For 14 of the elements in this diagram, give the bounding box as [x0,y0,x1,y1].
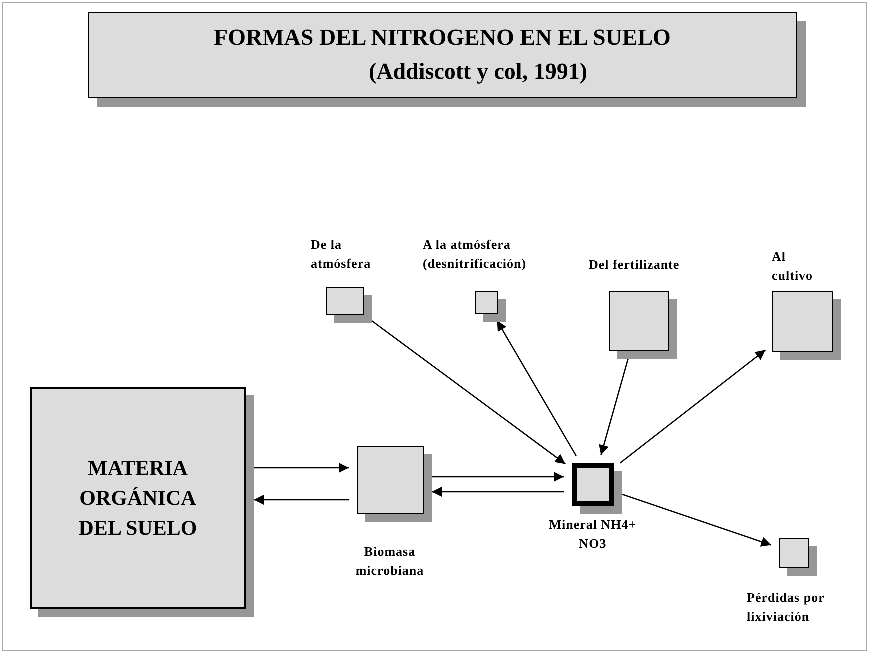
node-label: De la atmósfera [311,236,372,273]
node-label: Pérdidas por lixiviación [747,589,826,626]
title: FORMAS DEL NITROGENO EN EL SUELO [213,25,672,51]
node-label: Mineral NH4+ NO3 [548,516,638,553]
arrow [620,350,766,464]
arrow [621,494,772,547]
arrow [370,319,566,465]
node-label: Al cultivo [772,248,814,285]
citation: (Addiscott y col, 1991) [369,59,588,85]
node-label: MATERIA ORGÁNICA DEL SUELO [78,455,198,542]
node-label: Del fertilizante [589,256,681,274]
arrow [496,320,577,456]
node-label: Biomasa microbiana [354,543,426,580]
arrow [432,487,564,497]
